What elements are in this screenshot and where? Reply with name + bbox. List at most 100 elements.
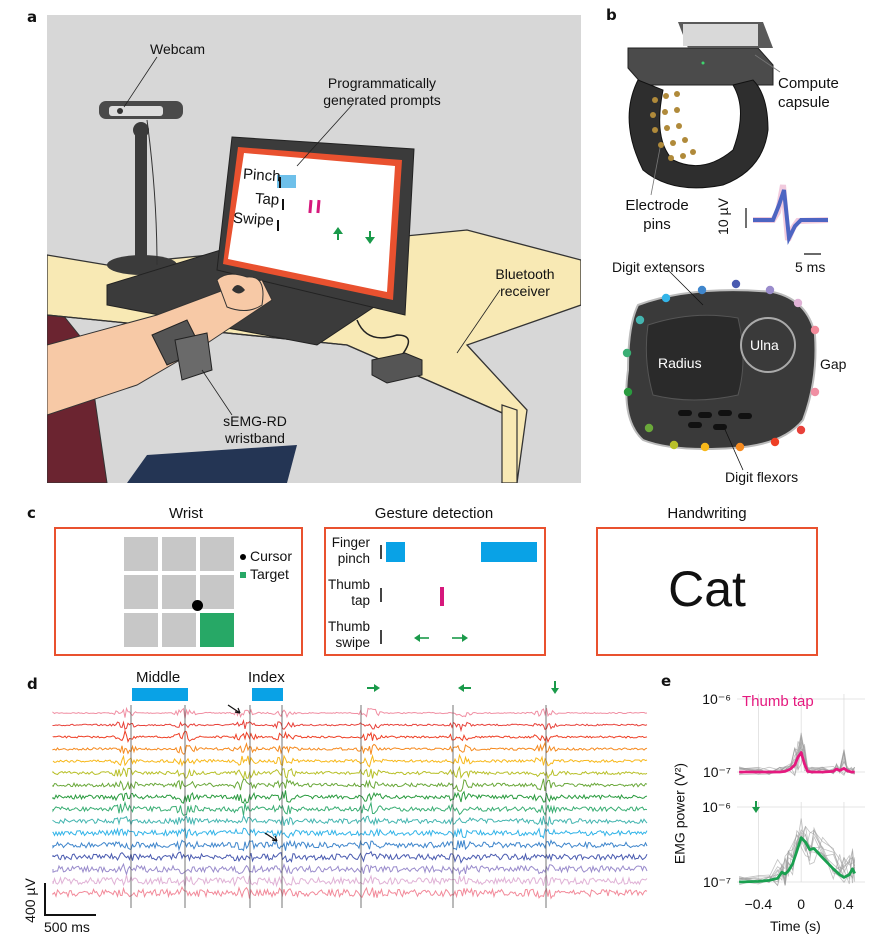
- scale-bar-vertical: [44, 883, 46, 915]
- grid-cell: [124, 613, 158, 647]
- compute-capsule: [627, 47, 774, 86]
- panel-label-d: d: [27, 675, 38, 693]
- grid-cell: [124, 537, 158, 571]
- swipe-down-arrow-icon: [551, 681, 559, 694]
- pinch-event-2: [481, 542, 537, 562]
- emg-channel-trace: [52, 800, 648, 817]
- cursor-legend-icon: [240, 554, 246, 561]
- electrode-dot: [731, 279, 741, 289]
- grid-cell: [124, 575, 158, 609]
- chart-e-title-tap: Thumb tap: [742, 693, 814, 710]
- y-tick-label: 10⁻⁶: [702, 691, 731, 707]
- tap-prompt-2: [316, 199, 321, 214]
- emg-channel-trace: [52, 850, 648, 864]
- event-bar-middle: [132, 688, 188, 701]
- emg-channel-trace: [52, 718, 648, 733]
- trial-trace: [739, 826, 855, 887]
- annotation-arrow-icon: [264, 832, 278, 842]
- electrode-dot: [793, 298, 803, 308]
- callout-webcam: Webcam: [150, 41, 205, 57]
- trial-trace: [738, 738, 855, 777]
- event-bar-index: [252, 688, 283, 701]
- electrode-dot: [700, 442, 710, 452]
- y-tick-label: 10⁻⁷: [703, 764, 731, 780]
- electrode-dot: [810, 387, 820, 397]
- scale-label-amplitude: 400 µV: [21, 878, 38, 923]
- electrode-dot: [623, 387, 633, 397]
- grid-cell: [162, 537, 196, 571]
- ulna-bone: [740, 317, 796, 373]
- electrode-dot: [697, 285, 707, 295]
- tap-prompt-1: [308, 199, 313, 214]
- bluetooth-receiver: [371, 352, 423, 384]
- tap-cursor-tick: [380, 588, 382, 602]
- webcam-joint: [133, 122, 149, 138]
- panel-label-e: e: [661, 672, 672, 690]
- label-radius: Radius: [658, 355, 702, 371]
- swipe-down-arrow-icon: [752, 801, 760, 813]
- electrode-dot: [770, 437, 780, 447]
- trial-trace: [738, 829, 856, 886]
- wrist-panel: Cursor Target: [54, 527, 303, 656]
- callout-wristband: sEMG-RD wristband: [223, 413, 287, 446]
- electrode-dot: [810, 325, 820, 335]
- emg-channel-trace: [52, 885, 648, 900]
- label-digit-flexors: Digit flexors: [725, 469, 799, 485]
- swipe-up-arrow: [333, 227, 343, 240]
- emg-traces: [52, 681, 648, 908]
- screen-label-tap: Tap: [254, 190, 280, 209]
- wrist-title: Wrist: [169, 505, 203, 522]
- pinch-event-1: [386, 542, 405, 562]
- panel-b-figure: [622, 22, 829, 471]
- grid-cell: [162, 613, 196, 647]
- scale-label-time: 500 ms: [44, 919, 90, 935]
- grid-cell: [200, 575, 234, 609]
- grid-cell: [162, 575, 196, 609]
- electrode-dot: [622, 348, 632, 358]
- electrode-dot: [661, 293, 671, 303]
- label-gap: Gap: [820, 356, 847, 372]
- electrode-dot: [669, 440, 679, 450]
- emg-channel-trace: [52, 814, 648, 828]
- chart-e-ylabel: EMG power (V²): [671, 762, 688, 865]
- handwriting-title: Handwriting: [667, 505, 747, 522]
- screen-label-swipe: Swipe: [232, 209, 275, 230]
- electrode-dot: [644, 423, 654, 433]
- trial-trace: [739, 829, 856, 885]
- event-label-index: Index: [248, 669, 285, 686]
- legend-cursor: Cursor: [240, 547, 292, 565]
- x-tick-label: 0.4: [834, 896, 854, 912]
- mean-trace: [739, 836, 856, 884]
- emg-channel-trace: [52, 826, 648, 839]
- desk-leg: [501, 404, 518, 483]
- emg-channel-trace: [52, 706, 648, 719]
- emg-channel-trace: [52, 729, 648, 744]
- handwriting-panel: Cat: [596, 527, 818, 656]
- gesture-row-label-tap: Thumb tap: [327, 577, 370, 608]
- electrode-dot: [735, 442, 745, 452]
- gesture-panel: Finger pinch Thumb tap Thumb swipe: [324, 527, 546, 656]
- target-legend-icon: [240, 572, 246, 579]
- pinch-prompt-bar: [277, 175, 296, 188]
- panel-label-b: b: [606, 6, 617, 24]
- x-tick-label: 0: [797, 896, 805, 912]
- y-tick-label: 10⁻⁷: [703, 874, 731, 890]
- callout-bluetooth: Bluetooth receiver: [495, 266, 555, 299]
- spike-waveform: [753, 184, 829, 246]
- trial-trace: [738, 833, 856, 885]
- panel-a-illustration: Pinch Tap Swipe Webcam Programmatically …: [47, 15, 581, 483]
- gesture-title: Gesture detection: [374, 505, 494, 522]
- electrode-dot: [635, 315, 645, 325]
- y-tick-label: 10⁻⁶: [702, 799, 731, 815]
- annotation-arrow-icon: [227, 704, 241, 714]
- electrode-dot: [796, 425, 806, 435]
- electrode-dot: [765, 285, 775, 295]
- panel-label-a: a: [27, 8, 38, 26]
- emg-channel-trace: [52, 790, 648, 804]
- swipe-left-arrow-icon: [458, 684, 471, 692]
- wrist-grid: [124, 537, 236, 649]
- label-digit-extensors: Digit extensors: [612, 259, 705, 275]
- laptop-screen: [228, 153, 395, 292]
- chart-e-xlabel: Time (s): [770, 918, 821, 934]
